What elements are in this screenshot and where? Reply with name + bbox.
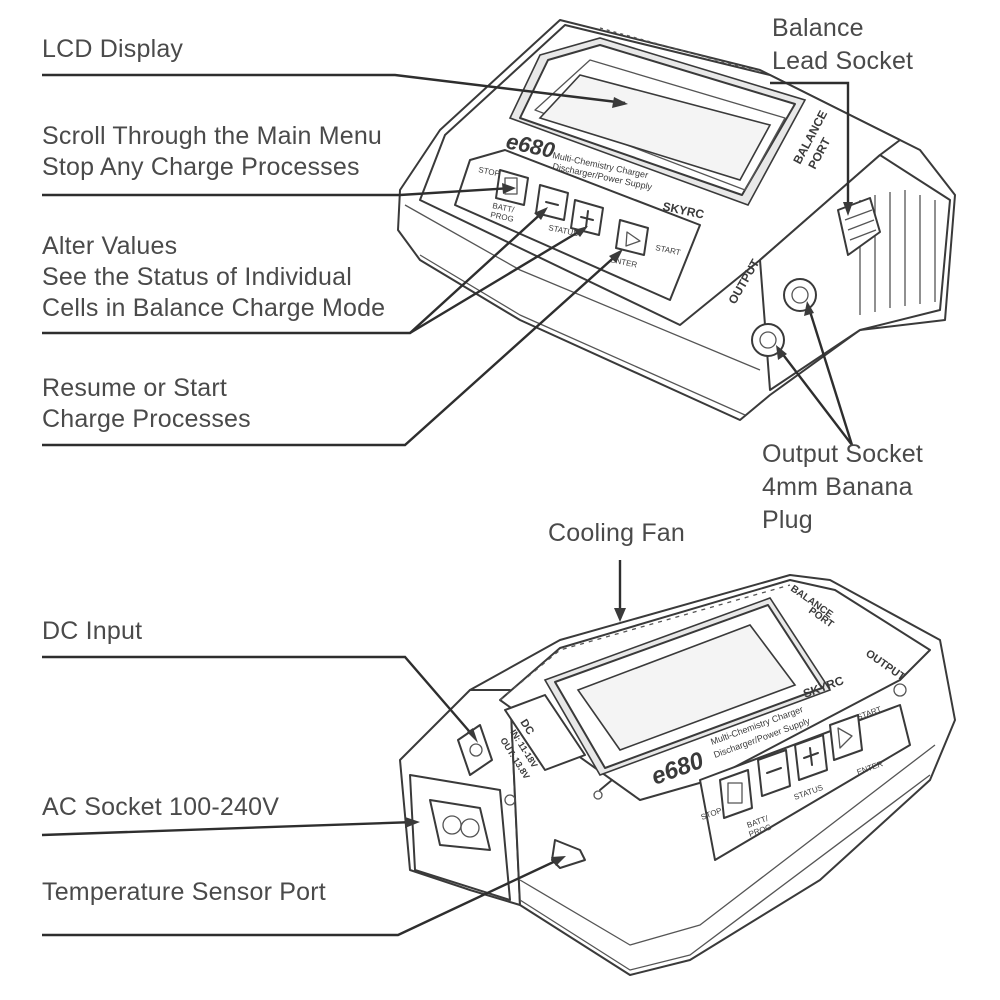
bottom-charger: e680 Multi-Chemistry Charger Discharger/…: [399, 574, 956, 976]
start-button-icon: [615, 219, 649, 256]
output-socket-line-2: 4mm Banana: [762, 473, 913, 501]
leader-lcd: [42, 73, 626, 105]
cooling-fan-text: Cooling Fan: [548, 519, 686, 547]
dc-input-text: DC Input: [42, 617, 143, 645]
plus-button-icon: [570, 199, 604, 236]
output-socket-label: Output Socket 4mm Banana Plug: [762, 438, 923, 537]
leader-dc: [42, 655, 476, 739]
balance-lead-socket-line-2: Lead Socket: [772, 47, 914, 75]
leader-ac: [41, 820, 416, 837]
temp-sensor-port-label: Temperature Sensor Port: [42, 877, 326, 908]
ac-socket-text: AC Socket 100-240V: [42, 793, 280, 821]
resume-start-line-1: Resume or Start: [42, 374, 228, 402]
minus-button-icon-2: [757, 749, 791, 797]
alter-values-line-2: See the Status of Individual: [42, 263, 352, 291]
leader-resume: [42, 251, 621, 447]
leader-balance: [770, 81, 850, 212]
scroll-menu-line-2: Stop Any Charge Processes: [42, 153, 360, 181]
leader-temp: [42, 856, 563, 937]
dc-input-label: DC Input: [42, 616, 142, 647]
balance-lead-socket-label: Balance Lead Socket: [772, 12, 913, 78]
resume-start-line-2: Charge Processes: [42, 405, 251, 433]
top-charger: e680 Multi-Chemistry Charger Discharger/…: [397, 19, 956, 421]
scroll-menu-label: Scroll Through the Main Menu Stop Any Ch…: [42, 121, 382, 183]
ac-socket-label: AC Socket 100-240V: [42, 792, 279, 823]
alter-values-label: Alter Values See the Status of Individua…: [42, 231, 385, 324]
balance-lead-socket-line-1: Balance: [772, 14, 864, 42]
arrow-heads: [405, 97, 853, 866]
cooling-fan-label: Cooling Fan: [548, 518, 685, 549]
stop-text: STOP: [478, 165, 501, 178]
plus-button-icon-2: [794, 734, 828, 781]
stop-button-icon-2: [719, 769, 753, 819]
leader-lines: [41, 73, 854, 937]
output-socket-line-3: Plug: [762, 506, 813, 534]
leader-scroll: [42, 186, 513, 197]
lcd-display-text: LCD Display: [42, 35, 184, 63]
leader-output-2: [806, 304, 854, 446]
lcd-display-label: LCD Display: [42, 34, 183, 65]
temp-sensor-port-text: Temperature Sensor Port: [42, 878, 326, 906]
output-socket-line-1: Output Socket: [762, 440, 924, 468]
alter-values-line-1: Alter Values: [42, 232, 178, 260]
leader-alter-2: [409, 226, 586, 335]
scroll-menu-line-1: Scroll Through the Main Menu: [42, 122, 383, 150]
leader-output-1: [777, 347, 853, 446]
start-button-icon-2: [829, 714, 863, 761]
alter-values-line-3: Cells in Balance Charge Mode: [42, 294, 386, 322]
resume-start-label: Resume or Start Charge Processes: [42, 373, 251, 435]
